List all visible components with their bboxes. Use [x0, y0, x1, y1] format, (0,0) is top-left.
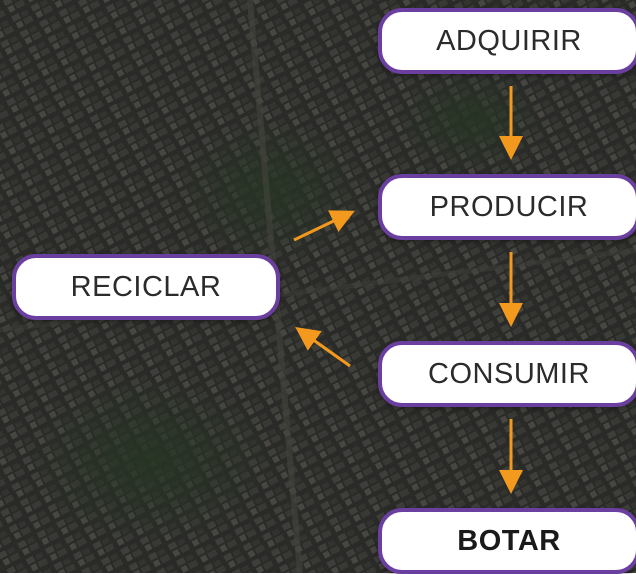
node-reciclar: RECICLAR	[12, 254, 280, 320]
node-botar: BOTAR	[378, 508, 636, 574]
node-adquirir: ADQUIRIR	[378, 8, 636, 74]
node-producir: PRODUCIR	[378, 174, 636, 240]
node-consumir: CONSUMIR	[378, 341, 636, 407]
